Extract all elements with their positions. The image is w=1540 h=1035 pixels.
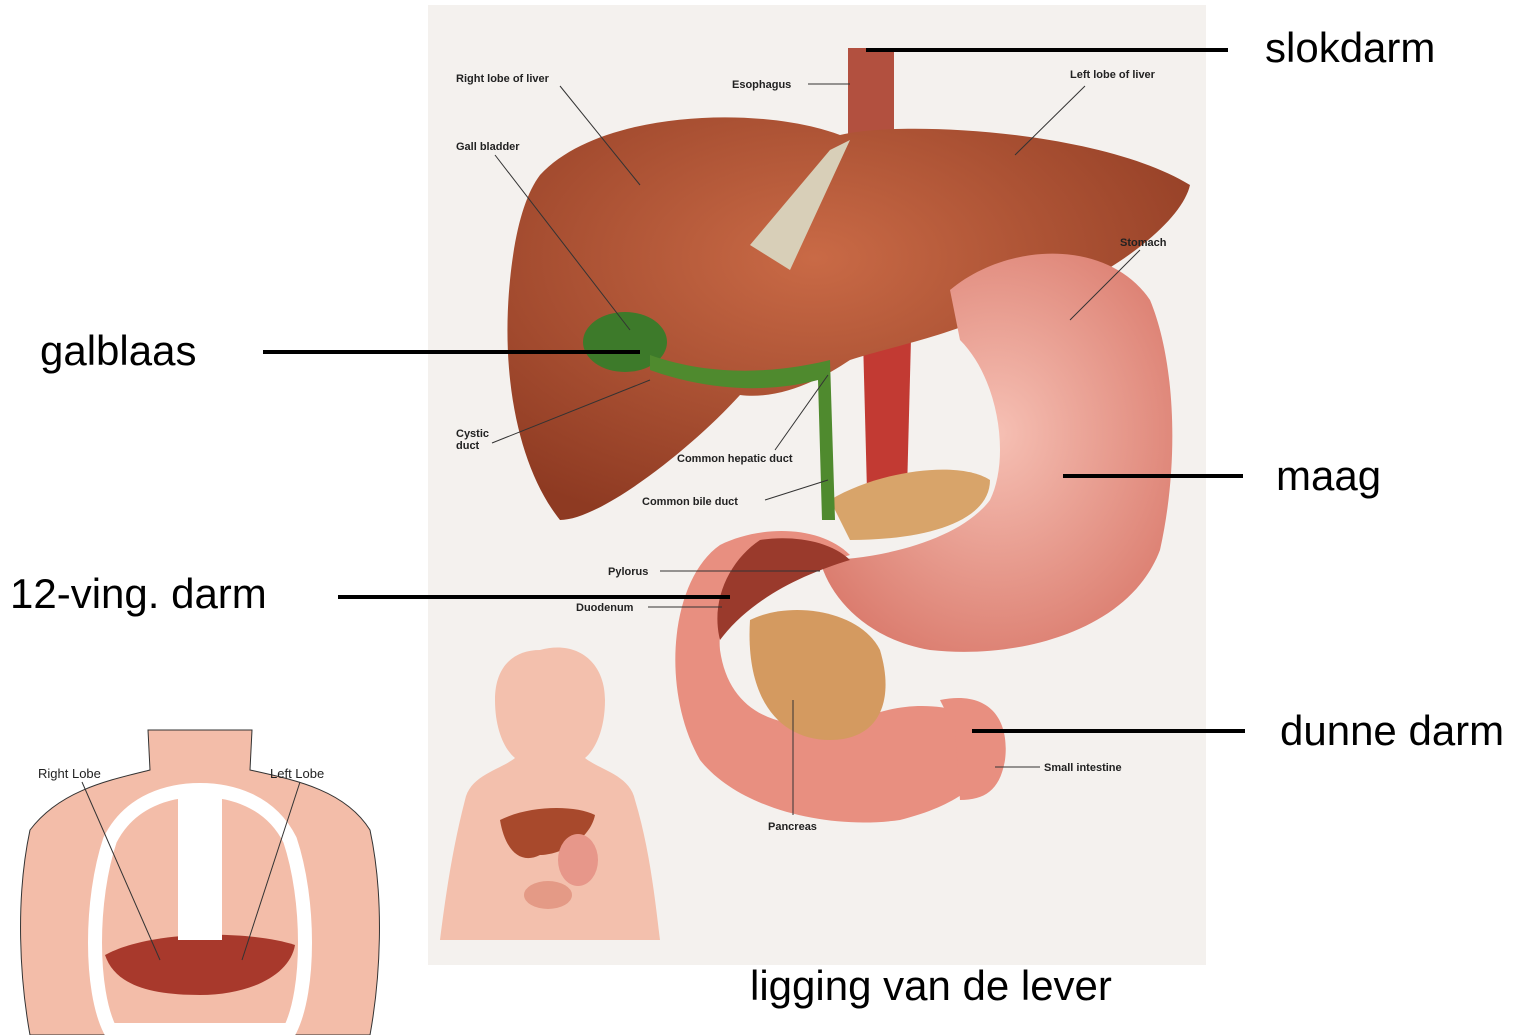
label-left-lobe-of-liver: Left lobe of liver <box>1070 69 1156 81</box>
label-common-hepatic-duct: Common hepatic duct <box>677 453 793 465</box>
label-cystic-duct-1: Cystic <box>456 428 489 440</box>
label-small-intestine: Small intestine <box>1044 762 1122 774</box>
chest-sternum <box>178 790 222 940</box>
label-stomach: Stomach <box>1120 237 1167 249</box>
label-right-lobe: Right Lobe <box>38 766 101 781</box>
label-cystic-duct-2: duct <box>456 440 480 452</box>
label-pylorus: Pylorus <box>608 566 648 578</box>
label-twaalfvingerige-darm: 12-ving. darm <box>10 570 267 617</box>
label-maag: maag <box>1276 452 1381 499</box>
label-galblaas: galblaas <box>40 327 196 374</box>
label-pancreas: Pancreas <box>768 821 817 833</box>
caption: ligging van de lever <box>750 962 1112 1009</box>
silhouette-stomach <box>558 834 598 886</box>
label-left-lobe: Left Lobe <box>270 766 324 781</box>
label-slokdarm: slokdarm <box>1265 24 1435 71</box>
label-common-bile-duct: Common bile duct <box>642 496 738 508</box>
label-esophagus: Esophagus <box>732 79 791 91</box>
label-right-lobe-of-liver: Right lobe of liver <box>456 73 550 85</box>
label-duodenum: Duodenum <box>576 602 634 614</box>
label-gall-bladder: Gall bladder <box>456 141 520 153</box>
label-dunne-darm: dunne darm <box>1280 707 1504 754</box>
silhouette-intestine <box>524 881 572 909</box>
